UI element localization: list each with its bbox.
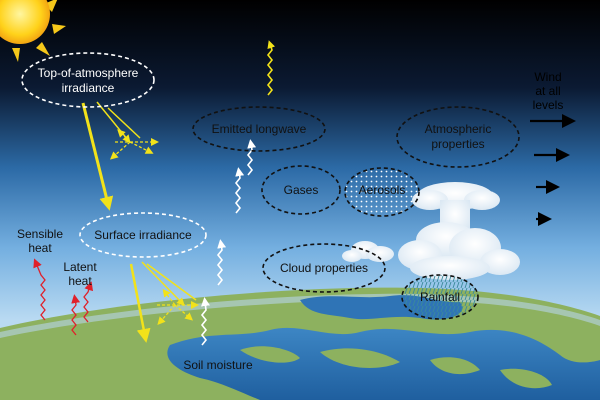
soil-moisture-label: Soil moisture <box>183 358 253 372</box>
cloud-properties-label: Cloud properties <box>280 261 368 275</box>
aerosols-label: Aerosols <box>359 183 406 197</box>
surface-irradiance-label: Surface irradiance <box>94 228 192 242</box>
sensible-heat-label-line1: Sensible <box>17 227 63 241</box>
wind-label-line3: levels <box>533 98 564 112</box>
wind-label-line2: at all <box>535 84 560 98</box>
wind-label-line1: Wind <box>534 70 561 84</box>
emitted-longwave-label: Emitted longwave <box>212 122 307 136</box>
sensible-heat-label-line2: heat <box>28 241 52 255</box>
toa-label-line2: irradiance <box>62 81 115 95</box>
latent-heat-label-line2: heat <box>68 274 92 288</box>
toa-label-line1: Top-of-atmosphere <box>38 66 139 80</box>
atmospheric-label-line2: properties <box>431 137 484 151</box>
rainfall-label: Rainfall <box>420 290 460 304</box>
gases-label: Gases <box>284 183 319 197</box>
latent-heat-label-line1: Latent <box>63 260 97 274</box>
atmospheric-label-line1: Atmospheric <box>425 122 492 136</box>
